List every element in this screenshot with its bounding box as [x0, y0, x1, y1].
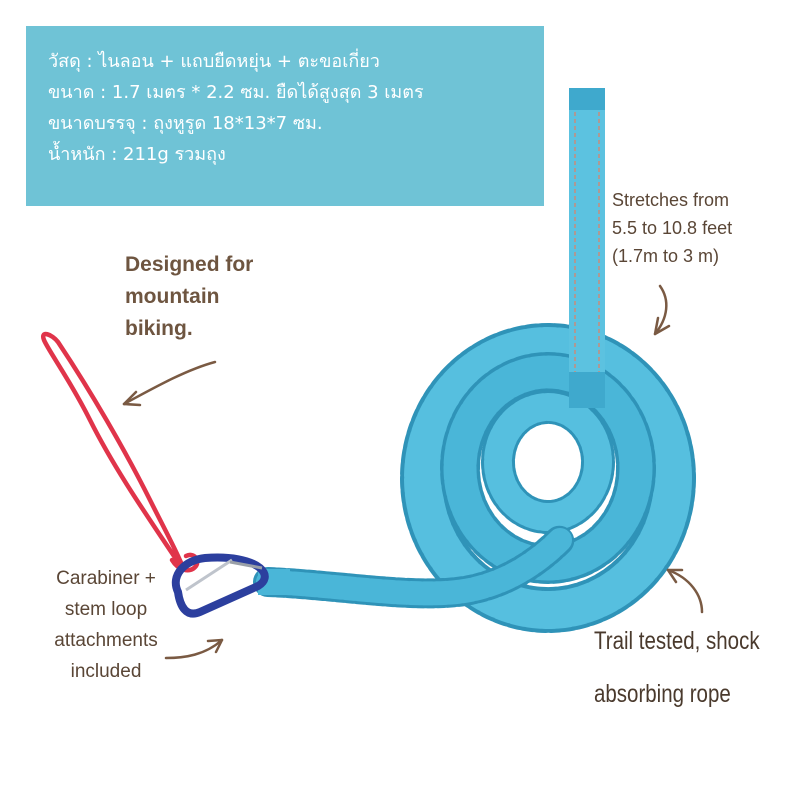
trail-line-2: absorbing rope [594, 680, 731, 708]
carabiner-line-3: attachments [54, 630, 158, 651]
designed-line-1: Designed for [125, 253, 254, 276]
carabiner-line-4: included [70, 661, 142, 682]
carabiner-callout: Carabiner + stem loop attachments includ… [28, 563, 184, 687]
arrow-to-loop [122, 360, 217, 407]
stretch-line-3: (1.7m to 3 m) [612, 246, 720, 266]
spec-info-box: วัสดุ : ไนลอน + แถบยืดหยุ่น + ตะขอเกี่ยว… [26, 26, 544, 206]
stem-loop-cord [41, 331, 200, 573]
carabiner-line-2: stem loop [64, 599, 148, 620]
spec-size: ขนาด : 1.7 เมตร * 2.2 ซม. ยืดได้สูงสุด 3… [48, 82, 424, 103]
arrow-to-strap [653, 284, 671, 336]
designed-line-2: mountain [125, 285, 220, 308]
carabiner-line-1: Carabiner + [56, 568, 156, 589]
spec-material: วัสดุ : ไนลอน + แถบยืดหยุ่น + ตะขอเกี่ยว [48, 51, 380, 72]
stretch-line-1: Stretches from [612, 190, 730, 210]
designed-line-3: biking. [125, 317, 193, 340]
trail-callout: Trail tested, shock absorbing rope [594, 615, 760, 721]
stretch-line-2: 5.5 to 10.8 feet [612, 218, 733, 238]
designed-callout: Designed for mountain biking. [125, 249, 253, 345]
trail-line-1: Trail tested, shock [594, 627, 760, 655]
stretch-callout: Stretches from 5.5 to 10.8 feet (1.7m to… [612, 186, 732, 270]
arrow-to-carabiner [164, 638, 224, 660]
bungee-tail [253, 525, 575, 609]
bungee-coil [400, 323, 696, 633]
carabiner [172, 553, 269, 618]
spec-package: ขนาดบรรจุ : ถุงหูรูด 18*13*7 ซม. [48, 113, 323, 134]
webbing-strap [569, 88, 605, 408]
spec-weight: น้ำหนัก : 211g รวมถุง [48, 144, 226, 165]
arrow-to-rope [666, 568, 704, 614]
